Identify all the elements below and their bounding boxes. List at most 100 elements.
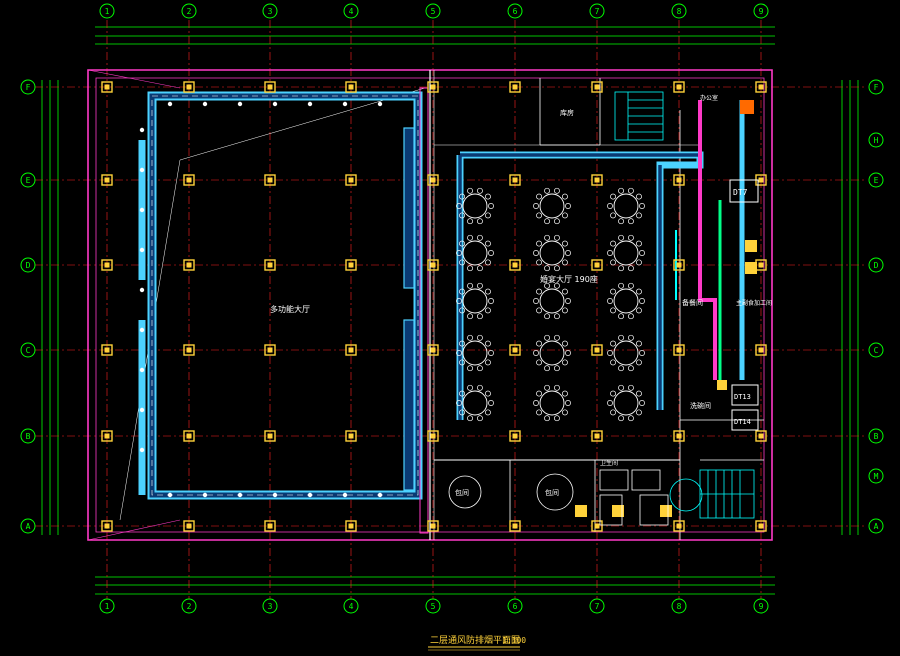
round-table [533,282,571,320]
column-core [430,84,436,90]
axis-bubble-label: F [874,83,879,92]
axis-bubble-label: C [874,346,879,355]
column-block [345,259,357,271]
round-table [456,334,494,372]
column-block [427,81,439,93]
axis-bubble-label: 8 [677,7,682,16]
column-core [186,347,192,353]
column-block [755,344,767,356]
column-core [186,84,192,90]
diffuser [139,327,145,333]
column-core [267,523,273,529]
kitchen-fixtures [448,469,669,526]
structural-columns [101,81,767,532]
column-block [264,520,276,532]
axis-bubble-label: M [874,472,879,481]
column-block [755,81,767,93]
column-block [264,430,276,442]
axis-bubble-label: 4 [349,7,354,16]
diffuser [139,167,145,173]
axis-bubble-label: 4 [349,602,354,611]
diffuser [202,101,208,107]
room-label-private-room-1: 包间 [455,488,469,497]
column-core [758,347,764,353]
axis-bubble-label: 5 [431,602,436,611]
column-block [101,520,113,532]
column-core [676,84,682,90]
axis-bubble-label: F [26,83,31,92]
axis-bubble-label: 7 [595,7,600,16]
column-block [264,174,276,186]
column-core [267,84,273,90]
room-label-multi-hall: 多功能大厅 [270,304,310,314]
diffuser [377,101,383,107]
column-axis-bubble-bottom: 9 [753,598,769,614]
column-axis-bubble-bottom: 2 [181,598,197,614]
axis-bubble-label: 6 [513,602,518,611]
column-core [594,347,600,353]
column-block [591,259,603,271]
column-core [594,262,600,268]
round-table [456,187,494,225]
diffuser [167,492,173,498]
column-core [512,433,518,439]
room-label-banquet: 婚宴大厅 190座 [540,274,598,284]
ventilation-ducts [138,87,745,534]
diffuser [272,101,278,107]
axis-bubble-label: 9 [759,7,764,16]
column-block [183,259,195,271]
column-axis-bubble-top: 6 [507,3,523,19]
row-axis-bubble-left: F [20,79,36,95]
round-table [533,187,571,225]
column-core [594,433,600,439]
row-axis-bubble-left: B [20,428,36,444]
column-core [430,262,436,268]
round-table [533,384,571,422]
row-axis-bubble-left: D [20,257,36,273]
column-block [345,344,357,356]
column-block [427,430,439,442]
column-axis-bubble-bottom: 3 [262,598,278,614]
column-block [427,520,439,532]
column-core [186,262,192,268]
column-block [264,344,276,356]
column-axis-bubble-top: 8 [671,3,687,19]
drawing-scale: 1:100 [502,636,526,645]
column-core [430,433,436,439]
column-core [267,347,273,353]
round-table [607,187,645,225]
column-block [183,81,195,93]
column-core [267,262,273,268]
axis-bubble-label: E [874,176,879,185]
diffuser [139,367,145,373]
air-diffusers [139,101,383,498]
column-axis-bubble-bottom: 5 [425,598,441,614]
column-block [591,344,603,356]
equipment-boxes [575,100,759,517]
column-core [186,433,192,439]
dimension-lines [41,26,859,595]
column-block [101,174,113,186]
column-axis-bubble-bottom: 7 [589,598,605,614]
diffuser [377,492,383,498]
room-label-toilet: 卫生间 [600,459,618,467]
column-core [348,84,354,90]
column-core [758,84,764,90]
column-block [101,81,113,93]
axis-bubble-label: 1 [105,7,110,16]
column-block [509,344,521,356]
banquet-tables [456,187,645,422]
column-axis-bubble-top: 5 [425,3,441,19]
axis-bubble-label: B [26,432,31,441]
column-block [345,81,357,93]
column-core [512,177,518,183]
column-core [104,347,110,353]
room-label-private-room-2: 包间 [545,488,559,497]
axis-bubble-label: E [26,176,31,185]
column-core [758,433,764,439]
diffuser [139,247,145,253]
axis-bubble-label: 5 [431,7,436,16]
